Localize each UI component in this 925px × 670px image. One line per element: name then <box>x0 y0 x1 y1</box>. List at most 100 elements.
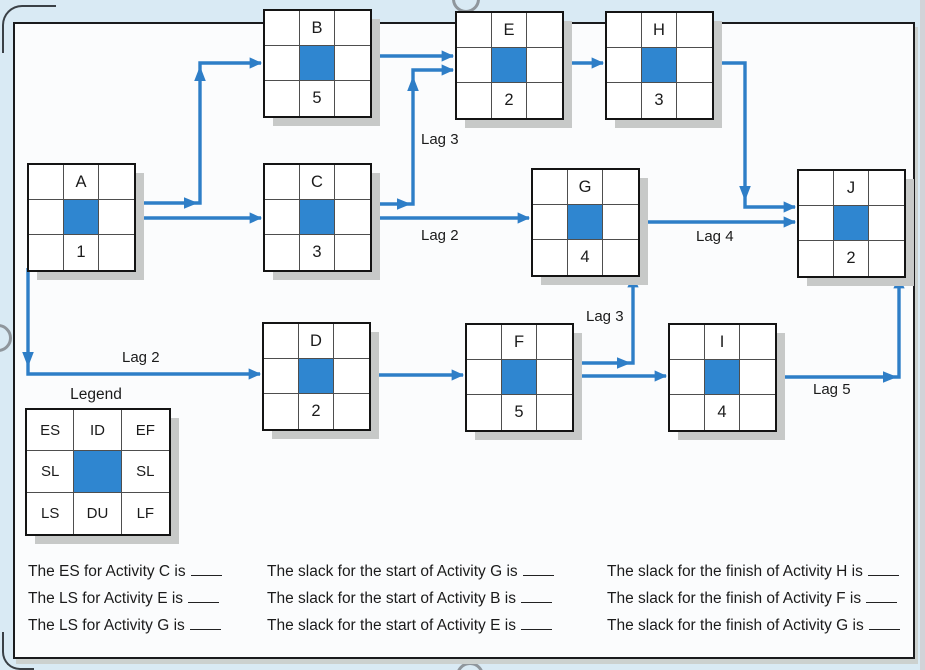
question: The LS for Activity E is <box>28 590 222 617</box>
lag-label-c-g: Lag 2 <box>421 227 459 244</box>
activity-id: G <box>568 170 603 205</box>
activity-node-H: H 3 <box>605 11 714 120</box>
activity-duration: 4 <box>705 395 740 430</box>
lag-label-c-e: Lag 3 <box>421 131 459 148</box>
question-text: The slack for the finish of Activity G i… <box>607 617 864 634</box>
node-cell <box>603 170 638 205</box>
activity-center-box <box>492 48 527 83</box>
activity-node-B: B 5 <box>263 9 372 118</box>
node-cell <box>99 235 134 270</box>
page-corner-arc-bottom-left <box>2 632 34 670</box>
question-text: The LS for Activity G is <box>28 617 185 634</box>
node-cell <box>265 11 300 46</box>
edge-C-E <box>368 64 455 206</box>
node-cell <box>607 83 642 118</box>
answer-blank <box>868 617 900 630</box>
activity-duration: 2 <box>299 394 334 429</box>
lag-label-g-j: Lag 4 <box>696 228 734 245</box>
activity-id: F <box>502 325 537 360</box>
activity-center-box <box>300 200 335 235</box>
arrowhead-icon <box>184 197 198 209</box>
edge-H-J <box>710 61 797 213</box>
activity-duration: 2 <box>834 241 869 276</box>
node-cell <box>29 235 64 270</box>
activity-id: B <box>300 11 335 46</box>
node-cell <box>265 165 300 200</box>
node-cell <box>603 240 638 275</box>
node-cell <box>29 165 64 200</box>
node-cell <box>467 395 502 430</box>
legend-cell-ef: EF <box>121 410 169 452</box>
node-cell <box>264 359 299 394</box>
question: The slack for the start of Activity B is <box>267 590 554 617</box>
lag-label-f-g: Lag 3 <box>586 308 624 325</box>
question-text: The slack for the start of Activity G is <box>267 563 518 580</box>
activity-duration: 5 <box>300 81 335 116</box>
node-cell <box>457 48 492 83</box>
answer-blank <box>189 617 221 630</box>
arrowhead-icon <box>407 76 419 91</box>
node-cell <box>533 205 568 240</box>
page-corner-arc-top-left <box>2 5 56 53</box>
node-cell <box>677 13 712 48</box>
legend-center-box <box>74 451 122 493</box>
arrowhead-icon <box>22 352 34 367</box>
node-cell <box>467 360 502 395</box>
answer-blank <box>520 617 552 630</box>
legend-cell-id: ID <box>74 410 122 452</box>
activity-duration: 2 <box>492 83 527 118</box>
activity-center-box <box>568 205 603 240</box>
questions-column-left: The ES for Activity C is The LS for Acti… <box>28 563 222 644</box>
question-text: The slack for the start of Activity E is <box>267 617 516 634</box>
arrowhead-icon <box>194 66 206 81</box>
activity-id: J <box>834 171 869 206</box>
node-cell <box>335 81 370 116</box>
edge-A-D <box>26 268 262 380</box>
node-cell <box>537 395 572 430</box>
legend-cell-lf: LF <box>136 504 155 522</box>
question: The slack for the start of Activity E is <box>267 617 554 644</box>
edge-A-B <box>132 57 263 205</box>
node-cell <box>99 165 134 200</box>
answer-blank <box>866 590 898 603</box>
node-cell <box>457 13 492 48</box>
node-cell <box>334 324 369 359</box>
node-cell <box>670 395 705 430</box>
node-cell <box>264 324 299 359</box>
node-cell <box>740 360 775 395</box>
arrowhead-icon <box>883 371 897 383</box>
question: The slack for the finish of Activity F i… <box>607 590 900 617</box>
activity-id: E <box>492 13 527 48</box>
edge-I-J <box>773 275 905 379</box>
activity-center-box <box>300 46 335 81</box>
node-cell <box>265 81 300 116</box>
activity-node-G: G 4 <box>531 168 640 277</box>
activity-center-box <box>299 359 334 394</box>
node-cell <box>335 200 370 235</box>
activity-node-C: C 3 <box>263 163 372 272</box>
activity-id: C <box>300 165 335 200</box>
activity-duration: 5 <box>502 395 537 430</box>
activity-id: I <box>705 325 740 360</box>
question-text: The slack for the finish of Activity H i… <box>607 563 863 580</box>
question-text: The slack for the start of Activity B is <box>267 590 516 607</box>
legend-cell-sl-right: SL <box>121 451 169 493</box>
node-cell <box>869 241 904 276</box>
answer-blank <box>867 563 899 576</box>
node-cell <box>334 394 369 429</box>
node-cell <box>29 200 64 235</box>
answer-blank <box>188 590 220 603</box>
node-cell <box>670 325 705 360</box>
node-cell <box>537 360 572 395</box>
questions-column-middle: The slack for the start of Activity G is… <box>267 563 554 644</box>
legend-cell-sl-left: SL <box>27 451 75 493</box>
questions-column-right: The slack for the finish of Activity H i… <box>607 563 900 644</box>
activity-node-E: E 2 <box>455 11 564 120</box>
node-cell <box>335 235 370 270</box>
node-cell <box>457 83 492 118</box>
activity-center-box <box>64 200 99 235</box>
node-cell <box>677 83 712 118</box>
activity-duration: 3 <box>300 235 335 270</box>
activity-node-F: F 5 <box>465 323 574 432</box>
